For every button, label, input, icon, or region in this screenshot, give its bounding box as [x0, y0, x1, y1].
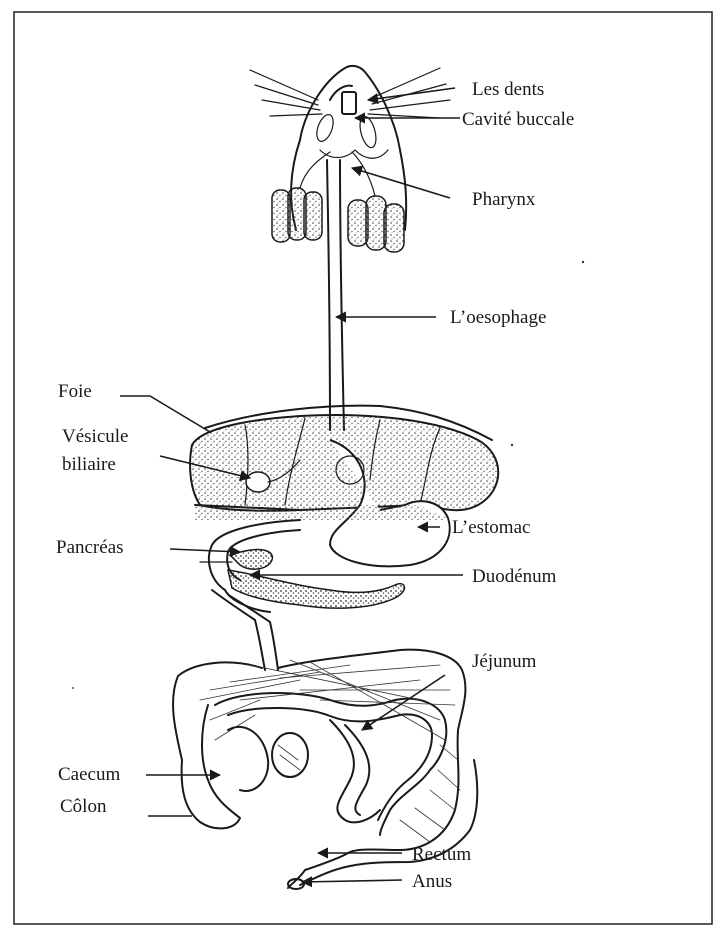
label-rectum: Rectum: [412, 844, 471, 865]
label-vesicule-line1: Vésicule: [62, 426, 128, 447]
label-estomac: L’estomac: [452, 517, 530, 538]
speck: [582, 261, 584, 263]
label-dents: Les dents: [472, 79, 544, 100]
leader-anus: [302, 880, 402, 882]
label-colon: Côlon: [60, 796, 107, 817]
label-oesophage: L’oesophage: [450, 307, 546, 328]
label-pharynx: Pharynx: [472, 189, 536, 210]
label-pancreas: Pancréas: [56, 537, 124, 558]
label-anus: Anus: [412, 871, 452, 892]
speck: [72, 687, 74, 689]
label-caecum: Caecum: [58, 764, 120, 785]
leader-jejunum: [362, 675, 445, 730]
oesophagus-drawing: [327, 160, 344, 430]
leader-foie: [120, 396, 210, 432]
label-duodenum: Duodénum: [472, 566, 557, 587]
label-cavite-buccale: Cavité buccale: [462, 109, 574, 130]
speck: [511, 444, 513, 446]
leader-pharynx: [352, 168, 450, 198]
label-vesicule-line2: biliaire: [62, 454, 116, 475]
label-foie: Foie: [58, 381, 92, 402]
label-jejunum: Jéjunum: [472, 651, 537, 672]
head-mouth-drawing: [250, 66, 450, 252]
